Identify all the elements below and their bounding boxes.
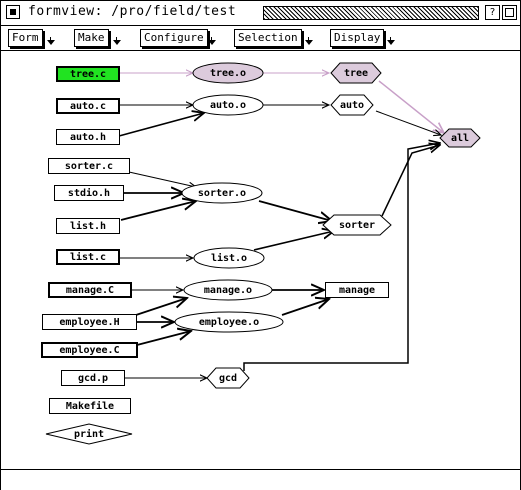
edge-sorter-o-sorter [258, 200, 332, 221]
edge-auto-h-auto-o [118, 113, 204, 137]
help-button[interactable]: ? [485, 5, 500, 20]
node-manage[interactable]: manage [325, 282, 389, 298]
make-menu-button[interactable]: Make [74, 29, 109, 47]
node-list-o[interactable]: list.o [210, 252, 248, 264]
menu-bar: Form Make Configure Selection Display [1, 26, 520, 51]
edge-list-h-sorter-o [120, 201, 196, 221]
edge-employee-H-manage-o [135, 298, 187, 316]
node-stdio-h[interactable]: stdio.h [54, 185, 124, 201]
node-list-c[interactable]: list.c [56, 249, 120, 265]
edge-sorter-all [381, 145, 440, 217]
node-shape-list-o [193, 247, 265, 269]
node-shape-employee-o [174, 311, 284, 333]
dependency-edges [45, 62, 481, 445]
title-bar-drag-area[interactable] [263, 6, 479, 20]
window-title: formview: /pro/field/test [28, 4, 237, 19]
edge-employee-o-manage [281, 299, 329, 316]
node-auto-c[interactable]: auto.c [56, 98, 120, 114]
node-list-h[interactable]: list.h [56, 218, 120, 234]
node-shape-print [45, 423, 133, 445]
title-bar[interactable]: formview: /pro/field/test ? [1, 1, 520, 26]
node-tree-c[interactable]: tree.c [56, 66, 120, 82]
node-shape-auto-o [192, 94, 264, 116]
node-gcd[interactable]: gcd [218, 372, 238, 384]
node-auto-o[interactable]: auto.o [209, 99, 247, 111]
edge-gcd-all [243, 143, 440, 371]
node-auto[interactable]: auto [339, 99, 365, 111]
edge-auto-all [375, 110, 441, 135]
maximize-icon[interactable] [502, 5, 517, 20]
node-shape-tree [330, 62, 382, 84]
node-manage-C[interactable]: manage.C [48, 282, 132, 298]
node-tree[interactable]: tree [343, 67, 369, 79]
form-menu-arrow-icon[interactable] [46, 37, 55, 46]
node-sorter-o[interactable]: sorter.o [197, 187, 247, 199]
node-gcd-p[interactable]: gcd.p [61, 370, 125, 386]
node-shape-tree-o [192, 62, 264, 84]
edge-list-o-sorter [253, 231, 334, 251]
configure-menu-arrow-icon[interactable] [207, 37, 216, 46]
selection-menu-arrow-icon[interactable] [304, 37, 313, 46]
node-shape-auto [330, 94, 374, 116]
node-shape-gcd [206, 367, 250, 389]
node-employee-H[interactable]: employee.H [42, 314, 137, 330]
node-manage-o[interactable]: manage.o [203, 284, 253, 296]
display-menu-arrow-icon[interactable] [386, 37, 395, 46]
node-shape-all [439, 128, 481, 148]
node-shape-manage-o [183, 279, 273, 301]
node-employee-o[interactable]: employee.o [198, 316, 260, 328]
configure-menu-button[interactable]: Configure [140, 29, 208, 47]
status-bar [1, 469, 520, 490]
node-auto-h[interactable]: auto.h [56, 129, 120, 145]
node-print[interactable]: print [73, 428, 105, 440]
dependency-graph-canvas[interactable]: tree.c auto.c auto.h sorter.c stdio.h li… [4, 53, 516, 468]
node-tree-o[interactable]: tree.o [209, 67, 247, 79]
selection-menu-button[interactable]: Selection [234, 29, 302, 47]
node-sorter-c[interactable]: sorter.c [48, 158, 130, 174]
node-employee-C[interactable]: employee.C [41, 342, 138, 358]
window-menu-icon[interactable] [6, 5, 20, 19]
node-shape-sorter-o [181, 182, 263, 204]
node-makefile[interactable]: Makefile [49, 398, 131, 414]
display-menu-button[interactable]: Display [330, 29, 385, 47]
edge-tree-all [378, 80, 444, 133]
make-menu-arrow-icon[interactable] [112, 37, 121, 46]
edge-sorter-c-sorter-o [128, 171, 196, 187]
edge-employee-C-employee-o [136, 331, 191, 346]
node-sorter[interactable]: sorter [338, 219, 376, 231]
node-all[interactable]: all [450, 132, 470, 144]
form-menu-button[interactable]: Form [8, 29, 43, 47]
node-shape-sorter [322, 214, 392, 236]
